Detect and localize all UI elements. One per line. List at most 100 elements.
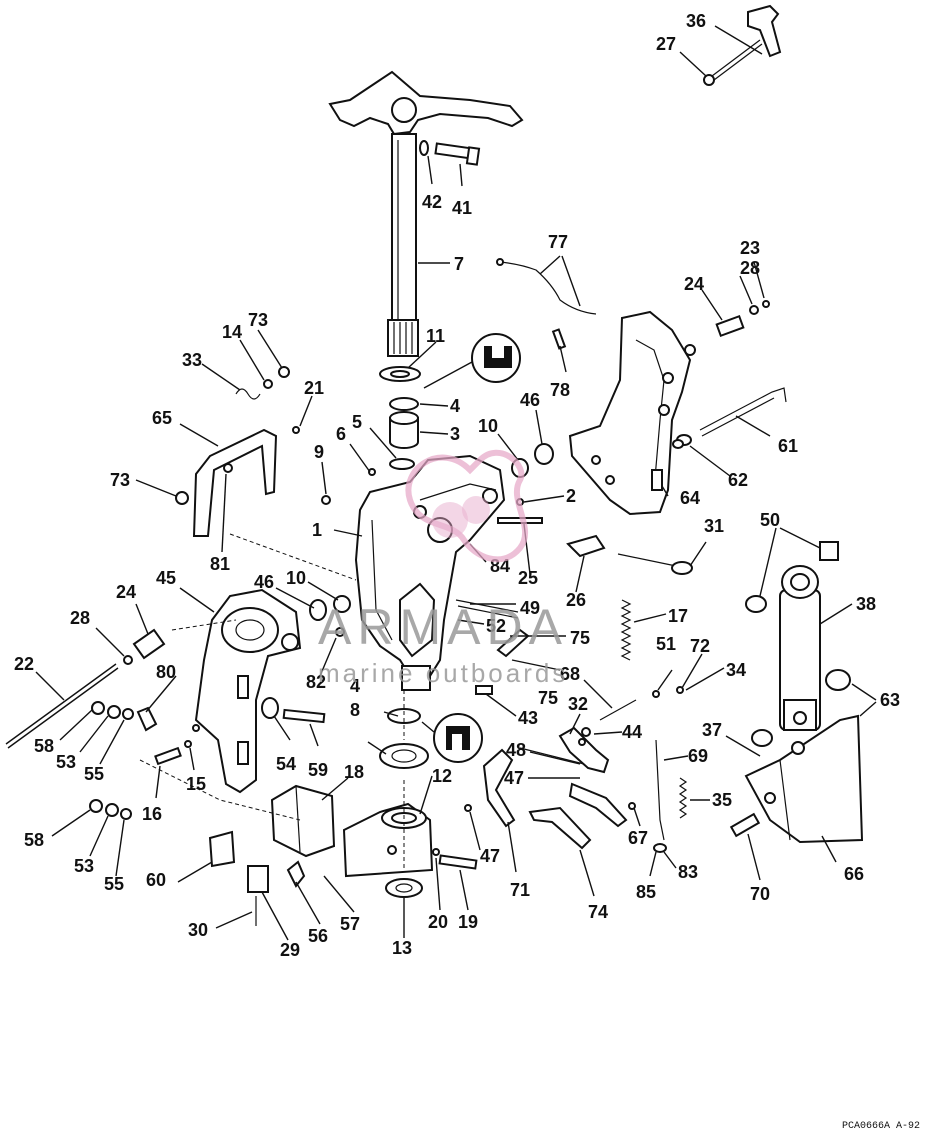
callout-24-upper: 24	[684, 274, 704, 294]
watermark-tagline: marine outboards	[318, 658, 568, 688]
callout-16: 16	[142, 804, 162, 824]
callout-70: 70	[750, 884, 770, 904]
callout-7: 7	[454, 254, 464, 274]
part-steering-shaft-7	[328, 70, 524, 357]
callout-69: 69	[688, 746, 708, 766]
part-lower-housing-12	[342, 802, 434, 878]
callout-11: 11	[426, 326, 445, 346]
callout-58-upper: 58	[34, 736, 54, 756]
callout-73-left: 73	[110, 470, 130, 490]
callout-59: 59	[308, 760, 328, 780]
callout-50: 50	[760, 510, 780, 530]
part-bracket-36	[703, 4, 782, 86]
callout-56: 56	[308, 926, 328, 946]
callout-72: 72	[690, 636, 710, 656]
callout-35: 35	[712, 790, 732, 810]
part-tilt-cylinder-38	[745, 541, 851, 747]
callout-71: 71	[510, 880, 530, 900]
callout-65: 65	[152, 408, 172, 428]
callout-61: 61	[778, 436, 798, 456]
callout-41: 41	[452, 198, 472, 218]
callout-47-lower: 47	[480, 846, 500, 866]
callout-82: 82	[306, 672, 326, 692]
callout-30: 30	[188, 920, 208, 940]
part-clamp-bracket-45	[194, 588, 302, 794]
reference-code: PCA0666A A-92	[842, 1121, 920, 1132]
callout-37: 37	[702, 720, 722, 740]
part-bracket-64	[568, 310, 696, 516]
callout-8: 8	[350, 700, 360, 720]
callout-54: 54	[276, 754, 296, 774]
part-rod-31	[617, 553, 677, 567]
watermark: ARMADA marine outboards	[318, 449, 568, 688]
part-bracket-65	[175, 428, 278, 537]
callout-1: 1	[312, 520, 322, 540]
callout-77: 77	[548, 232, 568, 252]
callout-85: 85	[636, 882, 656, 902]
part-bolt-41	[419, 140, 481, 166]
callout-14: 14	[222, 322, 242, 342]
part-rod-61	[672, 387, 787, 449]
callout-58-lower: 58	[24, 830, 44, 850]
callout-83: 83	[678, 862, 698, 882]
callout-34: 34	[726, 660, 746, 680]
part-washer-54	[261, 697, 279, 719]
callout-78: 78	[550, 380, 570, 400]
callout-4-upper: 4	[450, 396, 460, 416]
callout-10-upper: 10	[478, 416, 498, 436]
callout-4-lower: 4	[350, 676, 360, 696]
callout-46-upper: 46	[520, 390, 540, 410]
part-plate-60	[208, 830, 236, 868]
detail-callout-upper	[423, 333, 521, 389]
callout-75-lower: 75	[538, 688, 558, 708]
part-bolt-59	[282, 708, 326, 724]
callout-60: 60	[146, 870, 166, 890]
callout-81: 81	[210, 554, 230, 574]
callout-48: 48	[506, 740, 526, 760]
parts-artwork	[5, 4, 864, 926]
callout-9: 9	[314, 442, 324, 462]
callout-24-lower: 24	[116, 582, 136, 602]
callout-43: 43	[518, 708, 538, 728]
callout-73-top: 73	[248, 310, 268, 330]
watermark-logo-icon	[405, 449, 528, 563]
part-linkage-arms	[482, 726, 628, 850]
part-nut-13	[385, 878, 423, 898]
callout-62: 62	[728, 470, 748, 490]
callout-55-upper: 55	[84, 764, 104, 784]
callout-29: 29	[280, 940, 300, 960]
callout-19: 19	[458, 912, 478, 932]
callout-20: 20	[428, 912, 448, 932]
callout-68: 68	[560, 664, 580, 684]
part-washer-46-upper	[534, 443, 554, 465]
part-rod-22	[5, 663, 117, 745]
callout-64: 64	[680, 488, 700, 508]
callout-36: 36	[686, 11, 706, 31]
callout-6: 6	[336, 424, 346, 444]
part-pin-24-upper	[715, 300, 770, 338]
callout-46-lower: 46	[254, 572, 274, 592]
callout-53-lower: 53	[74, 856, 94, 876]
callout-45: 45	[156, 568, 176, 588]
callout-12: 12	[432, 766, 452, 786]
callout-26: 26	[566, 590, 586, 610]
callout-51: 51	[656, 634, 676, 654]
callout-55-lower: 55	[104, 874, 124, 894]
callout-63: 63	[880, 690, 900, 710]
callout-49: 49	[520, 598, 540, 618]
part-rod-49	[455, 599, 519, 613]
callout-25: 25	[518, 568, 538, 588]
part-spring-17	[620, 599, 632, 661]
part-pin-70	[729, 812, 761, 838]
callout-44: 44	[622, 722, 642, 742]
callout-80: 80	[156, 662, 176, 682]
detail-callout-lower	[421, 713, 483, 763]
callout-47-upper: 47	[504, 768, 524, 788]
callout-3: 3	[450, 424, 460, 444]
callout-22: 22	[14, 654, 34, 674]
callout-23: 23	[740, 238, 760, 258]
callout-10-lower: 10	[286, 568, 306, 588]
part-block-18	[247, 784, 336, 926]
